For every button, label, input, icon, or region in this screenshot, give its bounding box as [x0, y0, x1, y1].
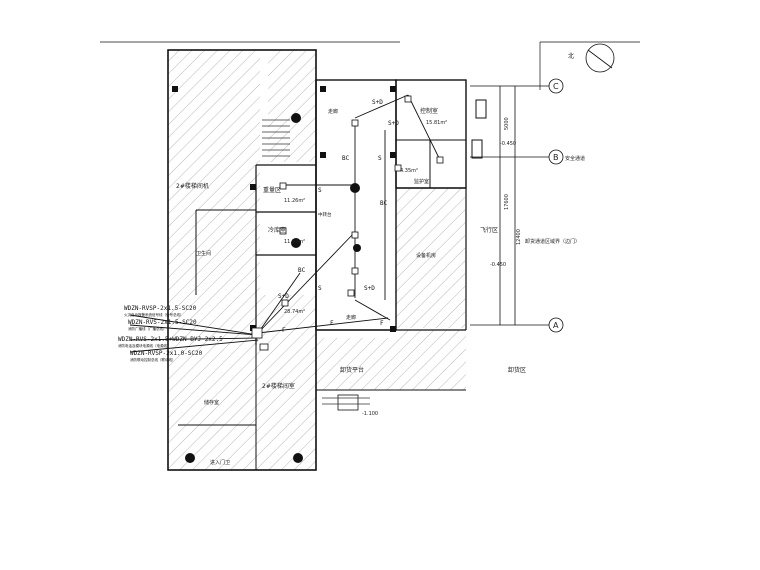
dim-lower: 17600 [504, 194, 510, 210]
label-small-area: 4.35m² [400, 168, 418, 174]
tag-s-d-1: S+D [372, 99, 383, 106]
wire-1-text: WDZN-RVSP-2x1.5-SC20 [124, 305, 197, 312]
label-cold-room: 冷库室 [268, 226, 286, 234]
tag-f-1: F [282, 327, 286, 334]
fire-alarm-wiring [129, 94, 441, 353]
tag-bc-2: BC [380, 200, 388, 207]
dim-upper: 5000 [504, 117, 510, 130]
label-platform: 卸货平台 [340, 366, 364, 374]
tag-f-2: F [330, 320, 334, 327]
wire-3-note: 消防电话及模块电源线（电源线） [118, 343, 171, 348]
wire-2-note: 消防广播线（广播总线） [128, 326, 167, 331]
label-unloading: 卸货区 [508, 366, 526, 374]
label-cold-area: 11.33m² [284, 239, 305, 245]
axis-b-label: B [553, 153, 559, 162]
north-label: 北 [568, 52, 574, 60]
level-bottom: -1.100 [362, 411, 378, 417]
axis-labels: C B A 5000 17600 12400 -0.450 -0.450 -1.… [362, 52, 574, 417]
label-work-room: 卫生间 [196, 250, 211, 257]
level-right-upper: -0.450 [500, 141, 516, 147]
label-weight-area: 11.26m² [284, 198, 305, 204]
label-control-area: 15.81m² [426, 120, 447, 126]
wire-4-note: 消防联动控制总线（联动线） [130, 357, 176, 362]
label-sink-area: 中转台 [318, 211, 332, 218]
label-stair-core: 2#楼梯间机 [176, 182, 209, 190]
axis-c-label: C [553, 82, 559, 91]
wire-1-note: 火灾自动报警系统信号线（信号总线） [124, 312, 184, 317]
label-boundary-note: 卸货通道区域界（边门） [525, 238, 580, 245]
label-watch-room: 监护室 [414, 178, 429, 185]
wire-2-text: WDZN-RVS-2x1.5-SC20 [128, 319, 197, 326]
label-fire-zone: 飞行区 [480, 226, 498, 234]
hatched-zones [168, 50, 466, 470]
wire-3-text: WDZN-RVS-2x1.5+WDZN-BYJ-2x2.5 [118, 336, 223, 343]
wire-4-text: WDZN-RVSP-2x1.0-SC20 [130, 350, 203, 357]
north-arrow-icon [585, 43, 615, 73]
cable-tags: S+D S+D S+D S+D BC BC BC S S S F F F [278, 99, 399, 334]
tag-f-3: F [380, 320, 384, 327]
axis-a-label: A [553, 321, 559, 330]
wire-legend: WDZN-RVSP-2x1.5-SC20 火灾自动报警系统信号线（信号总线） W… [118, 305, 223, 362]
label-slot-area: 28.74m² [284, 309, 305, 315]
axis-grid [470, 43, 615, 333]
tag-s-3: S [318, 285, 322, 292]
label-security-zone: 安全通道 [565, 155, 585, 162]
tag-s-2: S [378, 155, 382, 162]
label-control-room: 控制室 [420, 107, 438, 115]
room-labels: 2#楼梯间机 重量区 11.26m² 冷库室 11.33m² 控制室 15.81… [176, 107, 585, 466]
level-right-lower: -0.450 [490, 262, 506, 268]
label-corridor-right: 走廊 [346, 314, 356, 321]
tag-s-d-2: S+D [388, 120, 399, 127]
tag-bc-3: BC [298, 267, 306, 274]
tag-s-d-4: S+D [278, 293, 289, 300]
label-storage: 储存室 [204, 399, 219, 406]
stair-lines [262, 119, 370, 405]
tag-s-1: S [318, 187, 322, 194]
label-corridor: 走廊 [328, 108, 338, 115]
label-lower-room: 2#楼梯间室 [262, 382, 295, 390]
devices [251, 95, 444, 351]
label-weight-room: 重量区 [263, 186, 281, 194]
tag-s-d-3: S+D [364, 285, 375, 292]
label-entry-guard: 进入门卫 [210, 459, 230, 466]
dim-mid: 12400 [516, 229, 522, 245]
label-equipment-room: 设备机房 [416, 252, 436, 259]
tag-bc-1: BC [342, 155, 350, 162]
